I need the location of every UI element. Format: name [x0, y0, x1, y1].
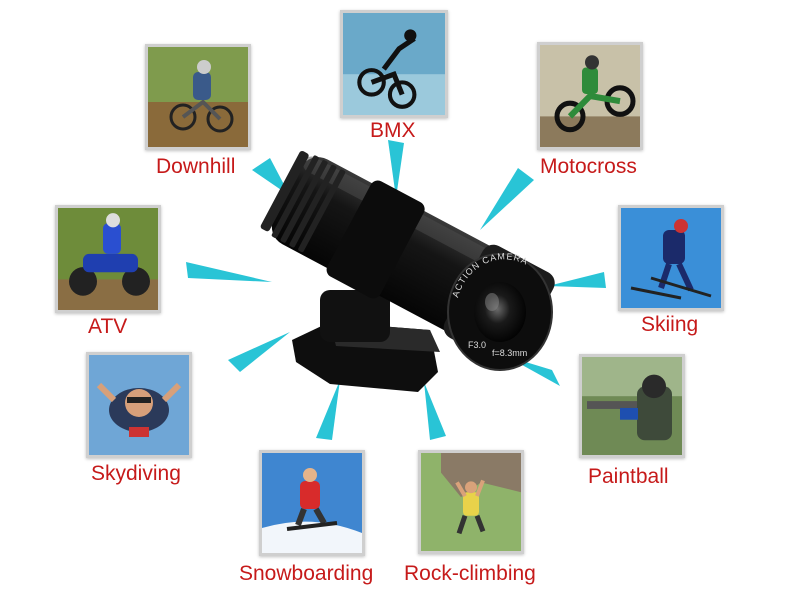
- sport-label-skydiving: Skydiving: [91, 462, 181, 485]
- sport-label-skiing: Skiing: [641, 313, 699, 336]
- sport-label-rock-climbing: Rock-climbing: [404, 562, 536, 585]
- atv-photo: [55, 205, 161, 313]
- sport-label-downhill: Downhill: [156, 155, 236, 178]
- skiing-photo: [618, 205, 724, 311]
- downhill-photo: [145, 44, 251, 150]
- camera-aperture-text: F3.0: [468, 340, 486, 350]
- bmx-photo: [340, 10, 448, 118]
- rock-climbing-photo: [418, 450, 524, 554]
- ray-bmx: [388, 140, 404, 198]
- sport-label-atv: ATV: [88, 315, 128, 338]
- sport-label-bmx: BMX: [370, 119, 416, 142]
- sport-label-snowboarding: Snowboarding: [239, 562, 374, 585]
- ray-skiing: [548, 272, 606, 288]
- ray-skydiving: [228, 332, 290, 372]
- ray-rock-climbing: [424, 382, 446, 440]
- skydiving-photo: [86, 352, 192, 458]
- motocross-photo: [537, 42, 643, 150]
- ray-snowboarding: [316, 380, 340, 440]
- paintball-photo: [579, 354, 685, 458]
- mount-base: [292, 290, 440, 392]
- ray-downhill: [252, 158, 290, 196]
- camera-focal-text: f=8.3mm: [492, 348, 527, 358]
- snowboarding-photo: [259, 450, 365, 556]
- sport-label-paintball: Paintball: [588, 465, 669, 488]
- ray-motocross: [480, 168, 534, 230]
- sport-label-motocross: Motocross: [540, 155, 637, 178]
- lens-face: [447, 253, 553, 371]
- ray-atv: [186, 262, 272, 282]
